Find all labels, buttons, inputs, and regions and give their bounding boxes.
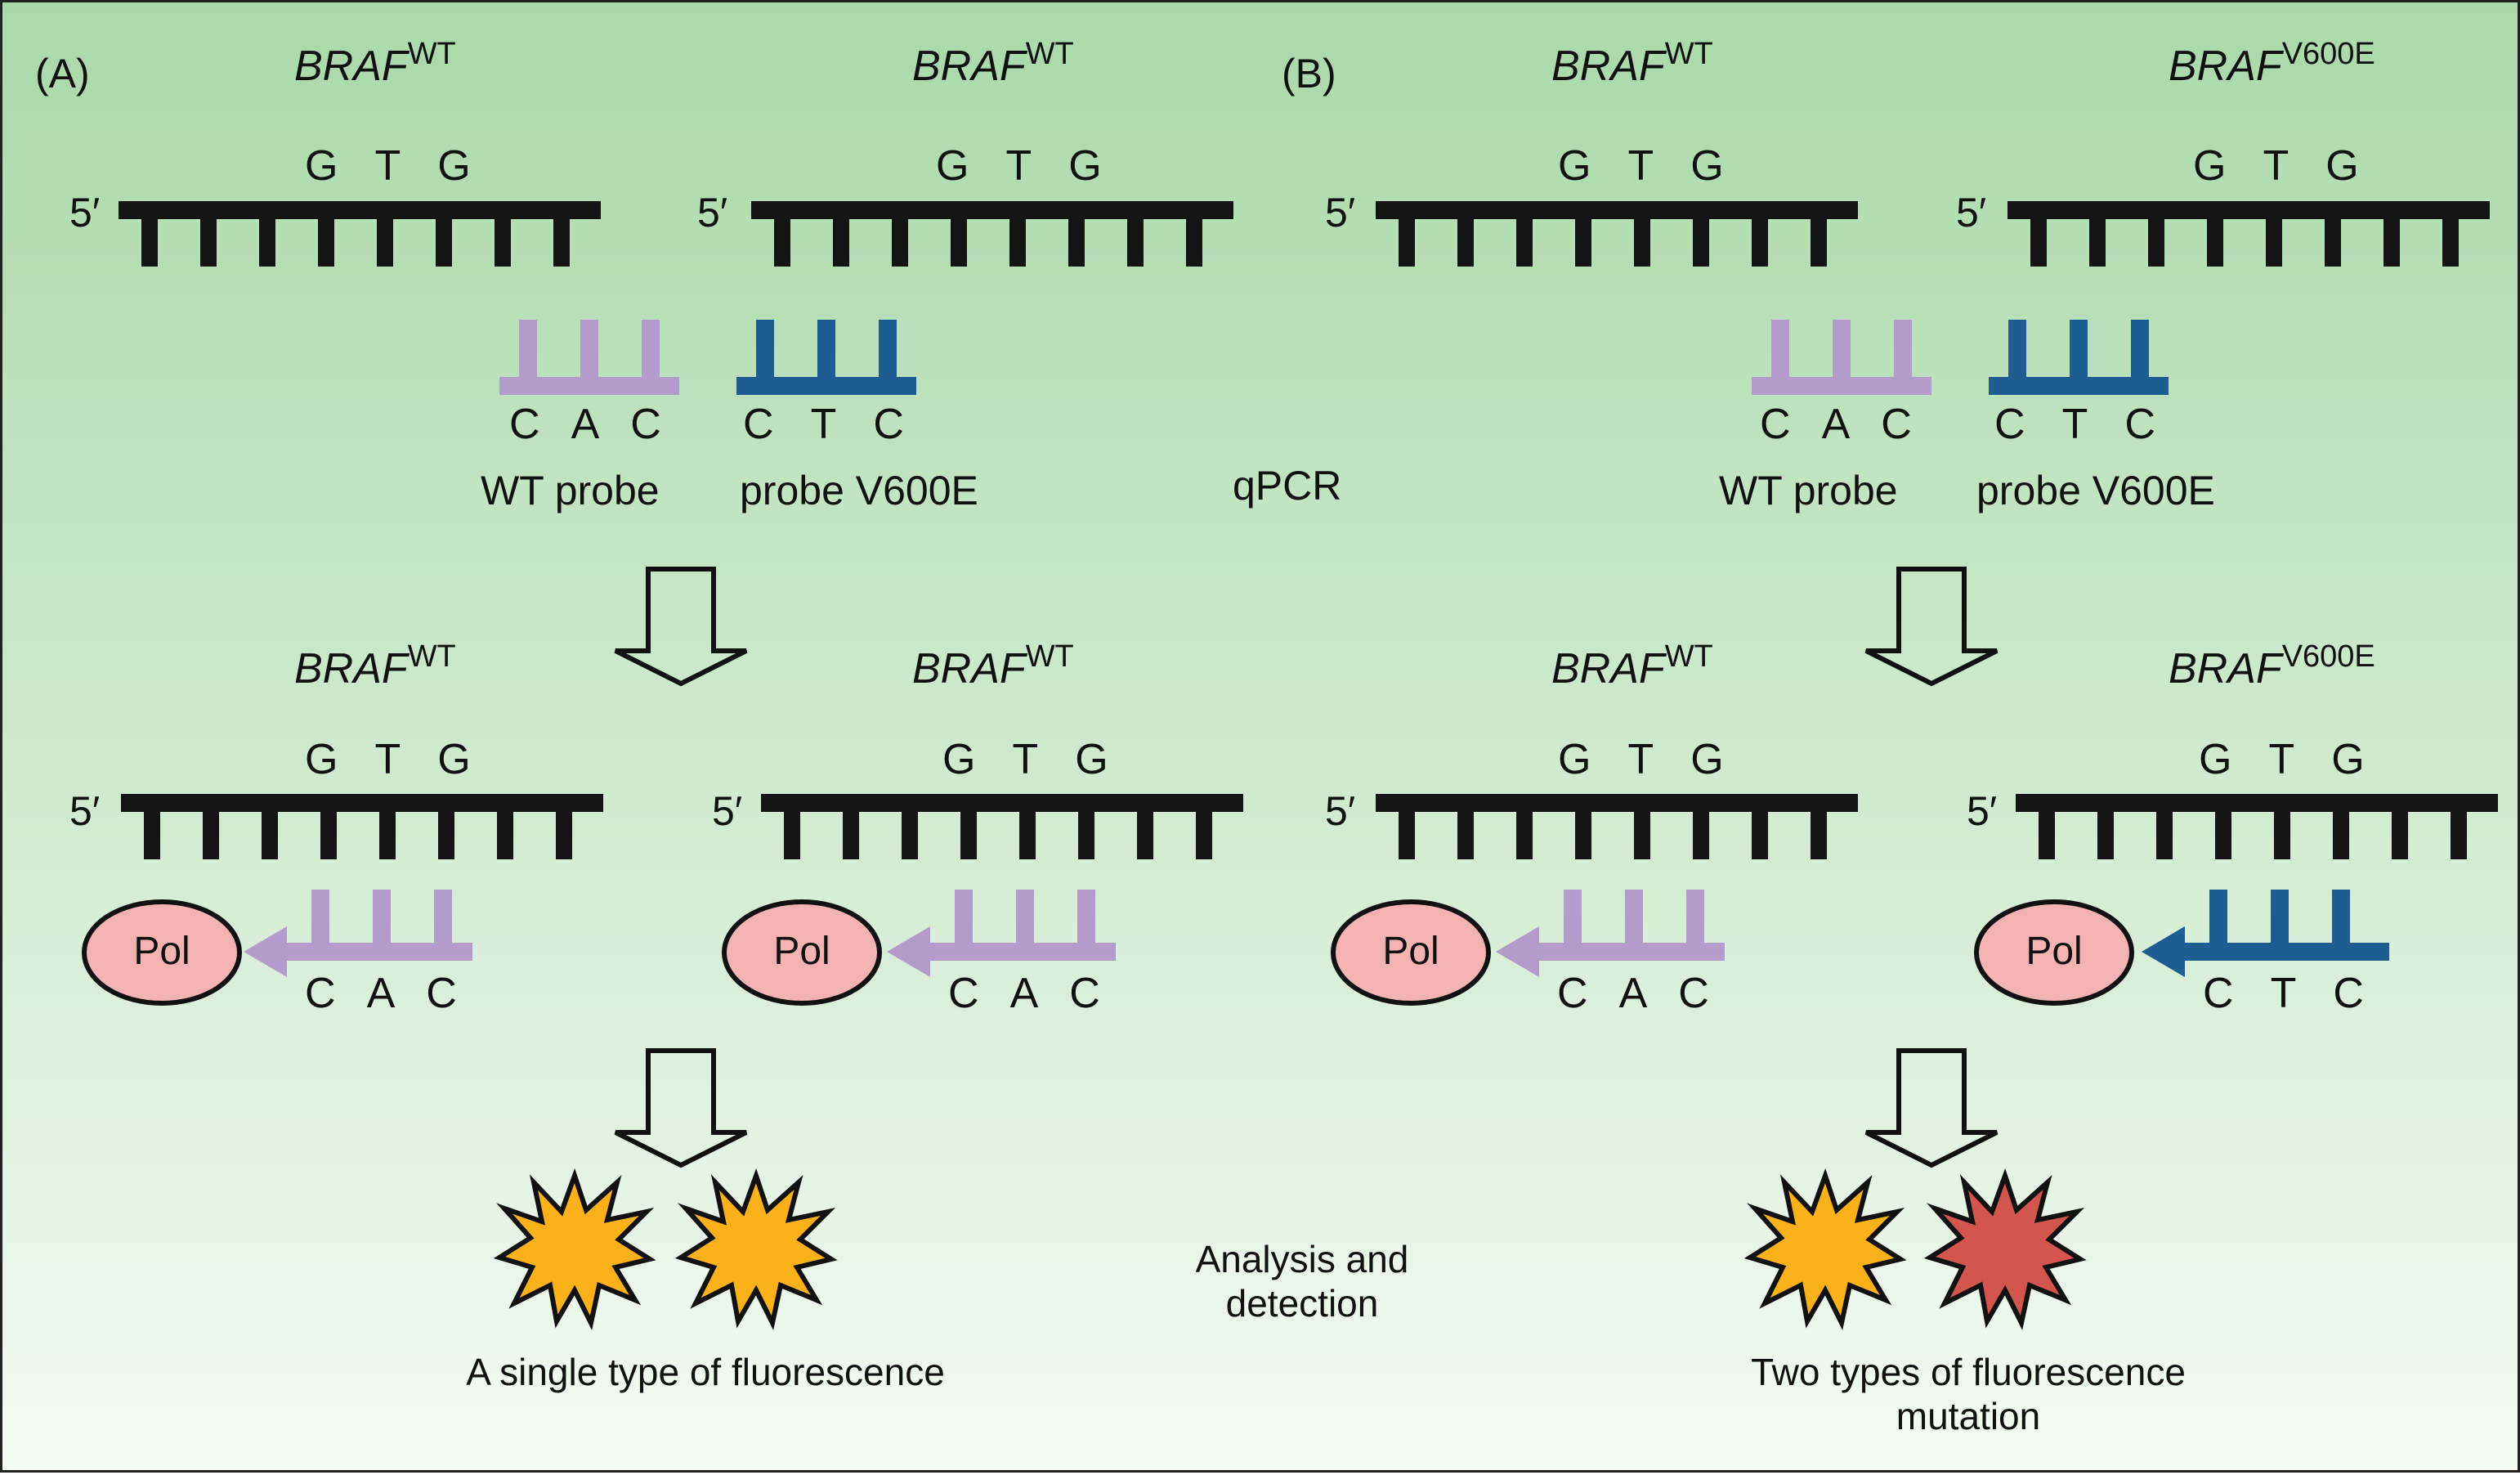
qpcr-label: qPCR xyxy=(1233,463,1342,509)
gene-label-b1-top: BRAFWT xyxy=(1551,37,1713,90)
mut-probe-label-a: probe V600E xyxy=(740,468,978,513)
pol-label-b1: Pol xyxy=(1382,930,1439,973)
gene-label-b2-mid: BRAFV600E xyxy=(2169,639,2375,693)
dna-strand-b1-top xyxy=(1376,201,1858,267)
five-prime-b2-top: 5′ xyxy=(1956,190,1987,235)
five-prime-b2-mid: 5′ xyxy=(1967,788,1998,834)
dna-strand-a2-top xyxy=(751,201,1233,267)
mut-probe-shape-a xyxy=(736,320,916,395)
bound-wt-probe-a2 xyxy=(887,890,1116,977)
five-prime-a1-mid: 5′ xyxy=(69,788,101,834)
dna-strand-a2-mid xyxy=(761,794,1243,859)
pol-label-a2: Pol xyxy=(773,930,830,973)
dna-strand-b2-top xyxy=(2007,201,2490,267)
dna-strand-b2-mid xyxy=(2016,794,2498,859)
process-arrow-b2 xyxy=(1866,1051,1997,1165)
five-prime-b1-top: 5′ xyxy=(1325,190,1356,235)
wt-probe-label-a: WT probe xyxy=(481,468,660,513)
analysis-detection-label: Analysis and detection xyxy=(1195,1238,1409,1325)
process-arrow-b1 xyxy=(1866,569,1997,684)
fluorescence-burst-yellow-a1 xyxy=(499,1176,650,1323)
five-prime-a2-top: 5′ xyxy=(697,190,728,235)
five-prime-a1-top: 5′ xyxy=(69,190,101,235)
gene-label-a1-mid: BRAFWT xyxy=(294,639,456,693)
two-fluorescence-caption: Two types of fluorescence mutation xyxy=(1751,1351,2186,1437)
dna-strand-a1-mid xyxy=(121,794,603,859)
bound-wt-probe-a1 xyxy=(244,890,472,977)
wt-probe-shape-a xyxy=(499,320,679,395)
gene-label-b1-mid: BRAFWT xyxy=(1551,639,1713,693)
wt-probe-shape-b xyxy=(1752,320,1931,395)
fluorescence-burst-yellow-a2 xyxy=(681,1176,831,1323)
bound-wt-probe-b1 xyxy=(1496,890,1725,977)
fluorescence-burst-red-b2 xyxy=(1930,1176,2080,1323)
single-fluorescence-caption: A single type of fluorescence xyxy=(466,1351,945,1393)
gene-label-a1-top: BRAFWT xyxy=(294,37,456,90)
gene-label-b2-top: BRAFV600E xyxy=(2169,37,2375,90)
process-arrow-a1 xyxy=(615,569,746,684)
dna-strand-a1-top xyxy=(119,201,601,267)
process-arrow-a2 xyxy=(615,1051,746,1165)
panel-label-b: (B) xyxy=(1282,51,1336,96)
bound-mut-probe-b2 xyxy=(2142,890,2389,977)
mut-probe-shape-b xyxy=(1989,320,2169,395)
pol-label-a1: Pol xyxy=(133,930,190,973)
mut-probe-label-b: probe V600E xyxy=(1976,468,2215,513)
fluorescence-burst-yellow-b1 xyxy=(1750,1176,1900,1323)
five-prime-a2-mid: 5′ xyxy=(712,788,743,834)
dna-strand-b1-mid xyxy=(1376,794,1858,859)
panel-label-a: (A) xyxy=(35,51,90,96)
pol-label-b2: Pol xyxy=(2025,930,2083,973)
five-prime-b1-mid: 5′ xyxy=(1325,788,1356,834)
gene-label-a2-top: BRAFWT xyxy=(912,37,1074,90)
gene-label-a2-mid: BRAFWT xyxy=(912,639,1074,693)
wt-probe-label-b: WT probe xyxy=(1719,468,1898,513)
